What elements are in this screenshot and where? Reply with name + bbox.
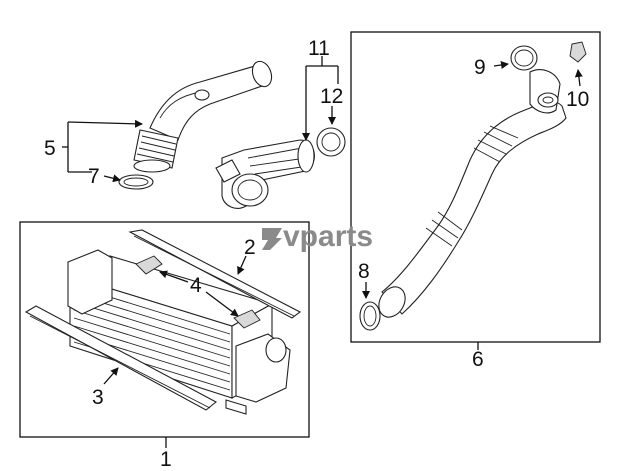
upper-rail-2-part	[128, 229, 302, 319]
hose-bellows	[133, 129, 179, 173]
callout-10: 10	[566, 88, 589, 111]
o-ring-8-part	[359, 301, 381, 331]
callout-7: 7	[88, 165, 100, 188]
lower-rail-3-part	[24, 305, 217, 411]
callout-8: 8	[358, 260, 370, 283]
intake-hose-part	[133, 60, 273, 173]
callout-5: 5	[44, 137, 56, 160]
callout-4: 4	[190, 274, 202, 297]
callout-12: 12	[320, 85, 343, 108]
intercooler-part	[67, 249, 291, 415]
bracket-4a-part	[135, 255, 163, 275]
callout-2: 2	[244, 236, 256, 259]
charge-pipe-group-box	[350, 31, 601, 343]
watermark-text: vparts	[283, 220, 373, 253]
callout-6: 6	[472, 348, 484, 371]
sensor-10-part	[569, 41, 587, 63]
connector-assembly-part	[215, 139, 315, 209]
o-ring-9-part	[510, 45, 538, 71]
callout-11: 11	[308, 37, 330, 60]
bracket-4b-part	[233, 309, 261, 329]
callout-1: 1	[160, 448, 172, 471]
charge-pipe-part	[378, 69, 567, 318]
callout-3: 3	[92, 386, 104, 409]
clamp-ring-12-part	[316, 127, 346, 157]
callout-9: 9	[474, 56, 486, 79]
watermark-logo: vparts	[262, 220, 373, 253]
intercooler-group-box	[19, 221, 310, 438]
leader-lines	[62, 56, 583, 448]
